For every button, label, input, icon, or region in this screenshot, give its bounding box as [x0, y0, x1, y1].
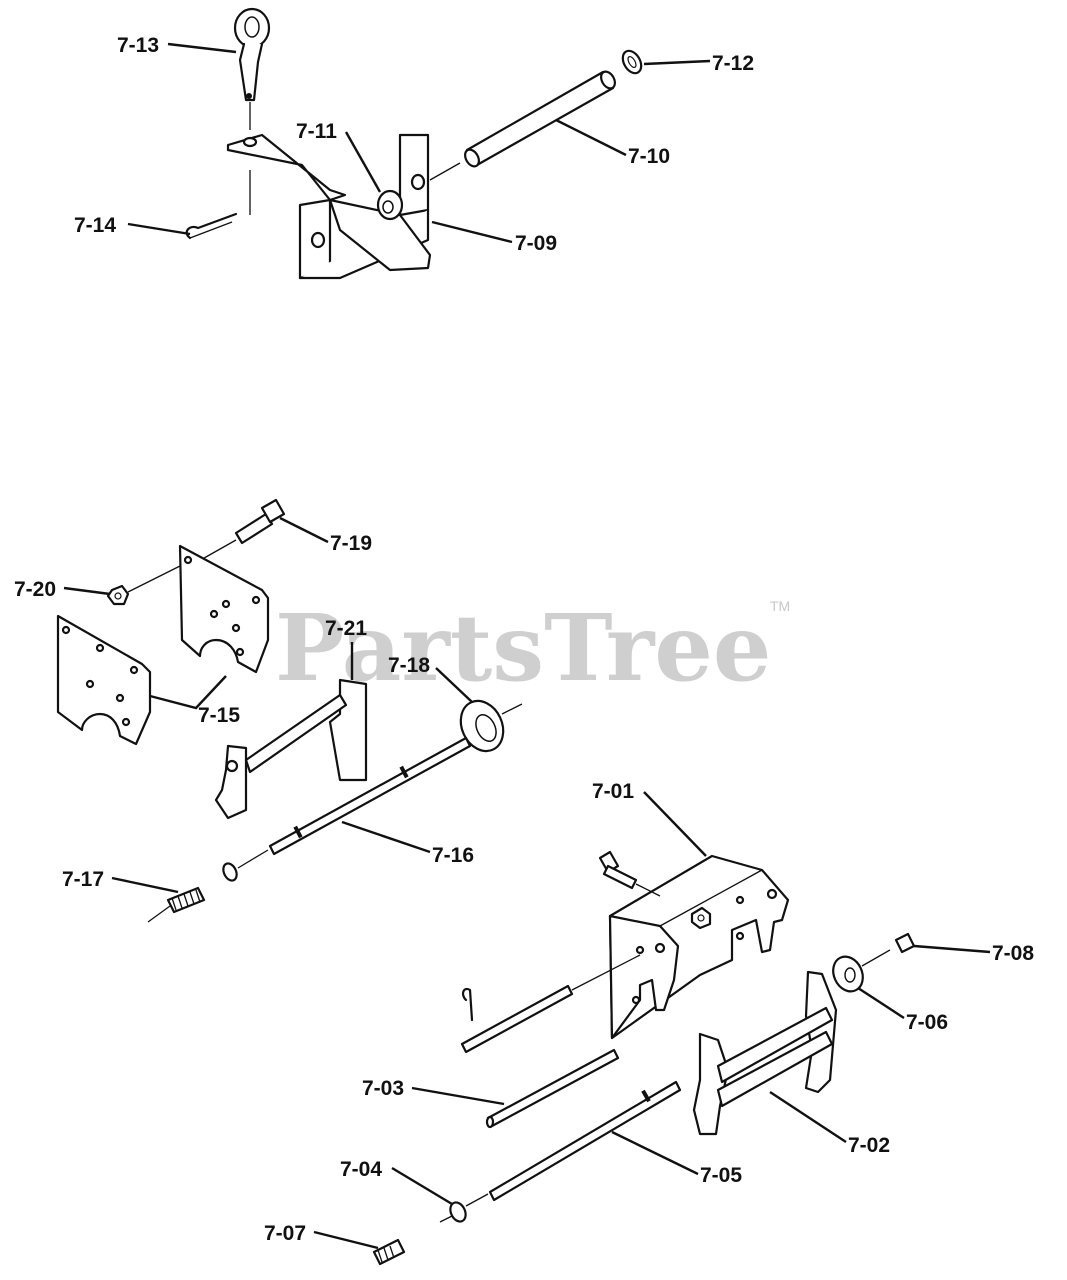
callout-label-7-17: 7-17: [62, 868, 104, 891]
part-7-19-bolt[interactable]: [189, 498, 286, 567]
part-7-10-shaft[interactable]: [429, 69, 618, 181]
bracket-bolt: [598, 850, 712, 930]
part-7-08-cap[interactable]: [894, 932, 916, 954]
callout-label-7-14: 7-14: [74, 214, 116, 237]
part-7-04-clip[interactable]: [439, 1193, 489, 1224]
bracket-cotter-pin: [460, 954, 641, 1054]
watermark-tm: TM: [770, 598, 790, 614]
part-7-05-rod[interactable]: [488, 1080, 682, 1202]
part-7-20-nut[interactable]: [106, 565, 181, 606]
callout-label-7-01: 7-01: [592, 780, 634, 803]
callout-label-7-09: 7-09: [515, 232, 557, 255]
callout-label-7-06: 7-06: [906, 1011, 948, 1034]
part-7-03-rod[interactable]: [485, 1048, 620, 1129]
part-7-09-drawbar[interactable]: [226, 133, 432, 280]
callouts: 7-13 7-12 7-11 7-10 7-14 7-09 7-19 7-20: [14, 34, 1034, 1250]
callout-label-7-13: 7-13: [117, 34, 159, 57]
callout-7-11[interactable]: 7-11: [296, 120, 382, 193]
part-7-01-bracket[interactable]: [608, 854, 790, 1040]
callout-7-09[interactable]: 7-09: [431, 220, 557, 255]
part-7-07-spring[interactable]: [372, 1238, 406, 1266]
part-7-12-washer[interactable]: [619, 48, 645, 77]
callout-7-01[interactable]: 7-01: [592, 780, 707, 857]
part-7-21-lift-arm[interactable]: [214, 678, 368, 820]
callout-7-03[interactable]: 7-03: [362, 1077, 505, 1106]
bracket-assembly: [372, 850, 916, 1266]
callout-label-7-12: 7-12: [712, 52, 754, 75]
callout-label-7-07: 7-07: [264, 1222, 306, 1245]
callout-7-21[interactable]: 7-21: [325, 617, 367, 680]
callout-label-7-04: 7-04: [340, 1158, 382, 1181]
callout-7-19[interactable]: 7-19: [279, 516, 372, 555]
part-7-11-spacer[interactable]: [376, 189, 404, 221]
part-7-14-hair-pin[interactable]: [185, 212, 238, 240]
callout-label-7-18: 7-18: [388, 654, 430, 677]
callout-7-04[interactable]: 7-04: [340, 1158, 453, 1206]
part-7-15-plate-rear[interactable]: [178, 544, 270, 674]
callout-7-13[interactable]: 7-13: [117, 34, 237, 57]
callout-7-20[interactable]: 7-20: [14, 578, 111, 601]
callout-7-07[interactable]: 7-07: [264, 1222, 379, 1250]
callout-7-10[interactable]: 7-10: [555, 118, 670, 168]
callout-label-7-15: 7-15: [198, 704, 240, 727]
callout-label-7-21: 7-21: [325, 617, 367, 640]
callout-7-14[interactable]: 7-14: [74, 214, 191, 237]
callout-7-16[interactable]: 7-16: [341, 820, 474, 867]
callout-7-05[interactable]: 7-05: [611, 1130, 742, 1187]
part-7-17-spring[interactable]: [147, 849, 269, 923]
callout-label-7-05: 7-05: [700, 1164, 742, 1187]
callout-label-7-20: 7-20: [14, 578, 56, 601]
part-7-15-plate-front[interactable]: [56, 614, 152, 746]
callout-label-7-03: 7-03: [362, 1077, 404, 1100]
callout-label-7-11: 7-11: [296, 120, 337, 143]
callout-label-7-08: 7-08: [992, 942, 1034, 965]
part-7-16-rod[interactable]: [268, 736, 472, 856]
part-7-02-pivot-arm[interactable]: [692, 970, 838, 1136]
callout-label-7-02: 7-02: [848, 1134, 890, 1157]
callout-label-7-10: 7-10: [628, 145, 670, 168]
callout-label-7-16: 7-16: [432, 844, 474, 867]
callout-7-08[interactable]: 7-08: [913, 942, 1034, 965]
callout-7-02[interactable]: 7-02: [769, 1090, 890, 1157]
callout-7-12[interactable]: 7-12: [643, 52, 754, 75]
callout-label-7-19: 7-19: [330, 532, 372, 555]
part-7-13-hitch-pin[interactable]: [233, 7, 271, 130]
callout-7-17[interactable]: 7-17: [62, 868, 179, 894]
callout-7-18[interactable]: 7-18: [388, 654, 473, 703]
hitch-assembly: [185, 7, 645, 280]
callout-7-15[interactable]: 7-15: [149, 675, 240, 727]
lift-plate-assembly: [56, 498, 523, 923]
callout-7-06[interactable]: 7-06: [857, 986, 948, 1034]
part-7-06-roller[interactable]: [828, 949, 891, 996]
